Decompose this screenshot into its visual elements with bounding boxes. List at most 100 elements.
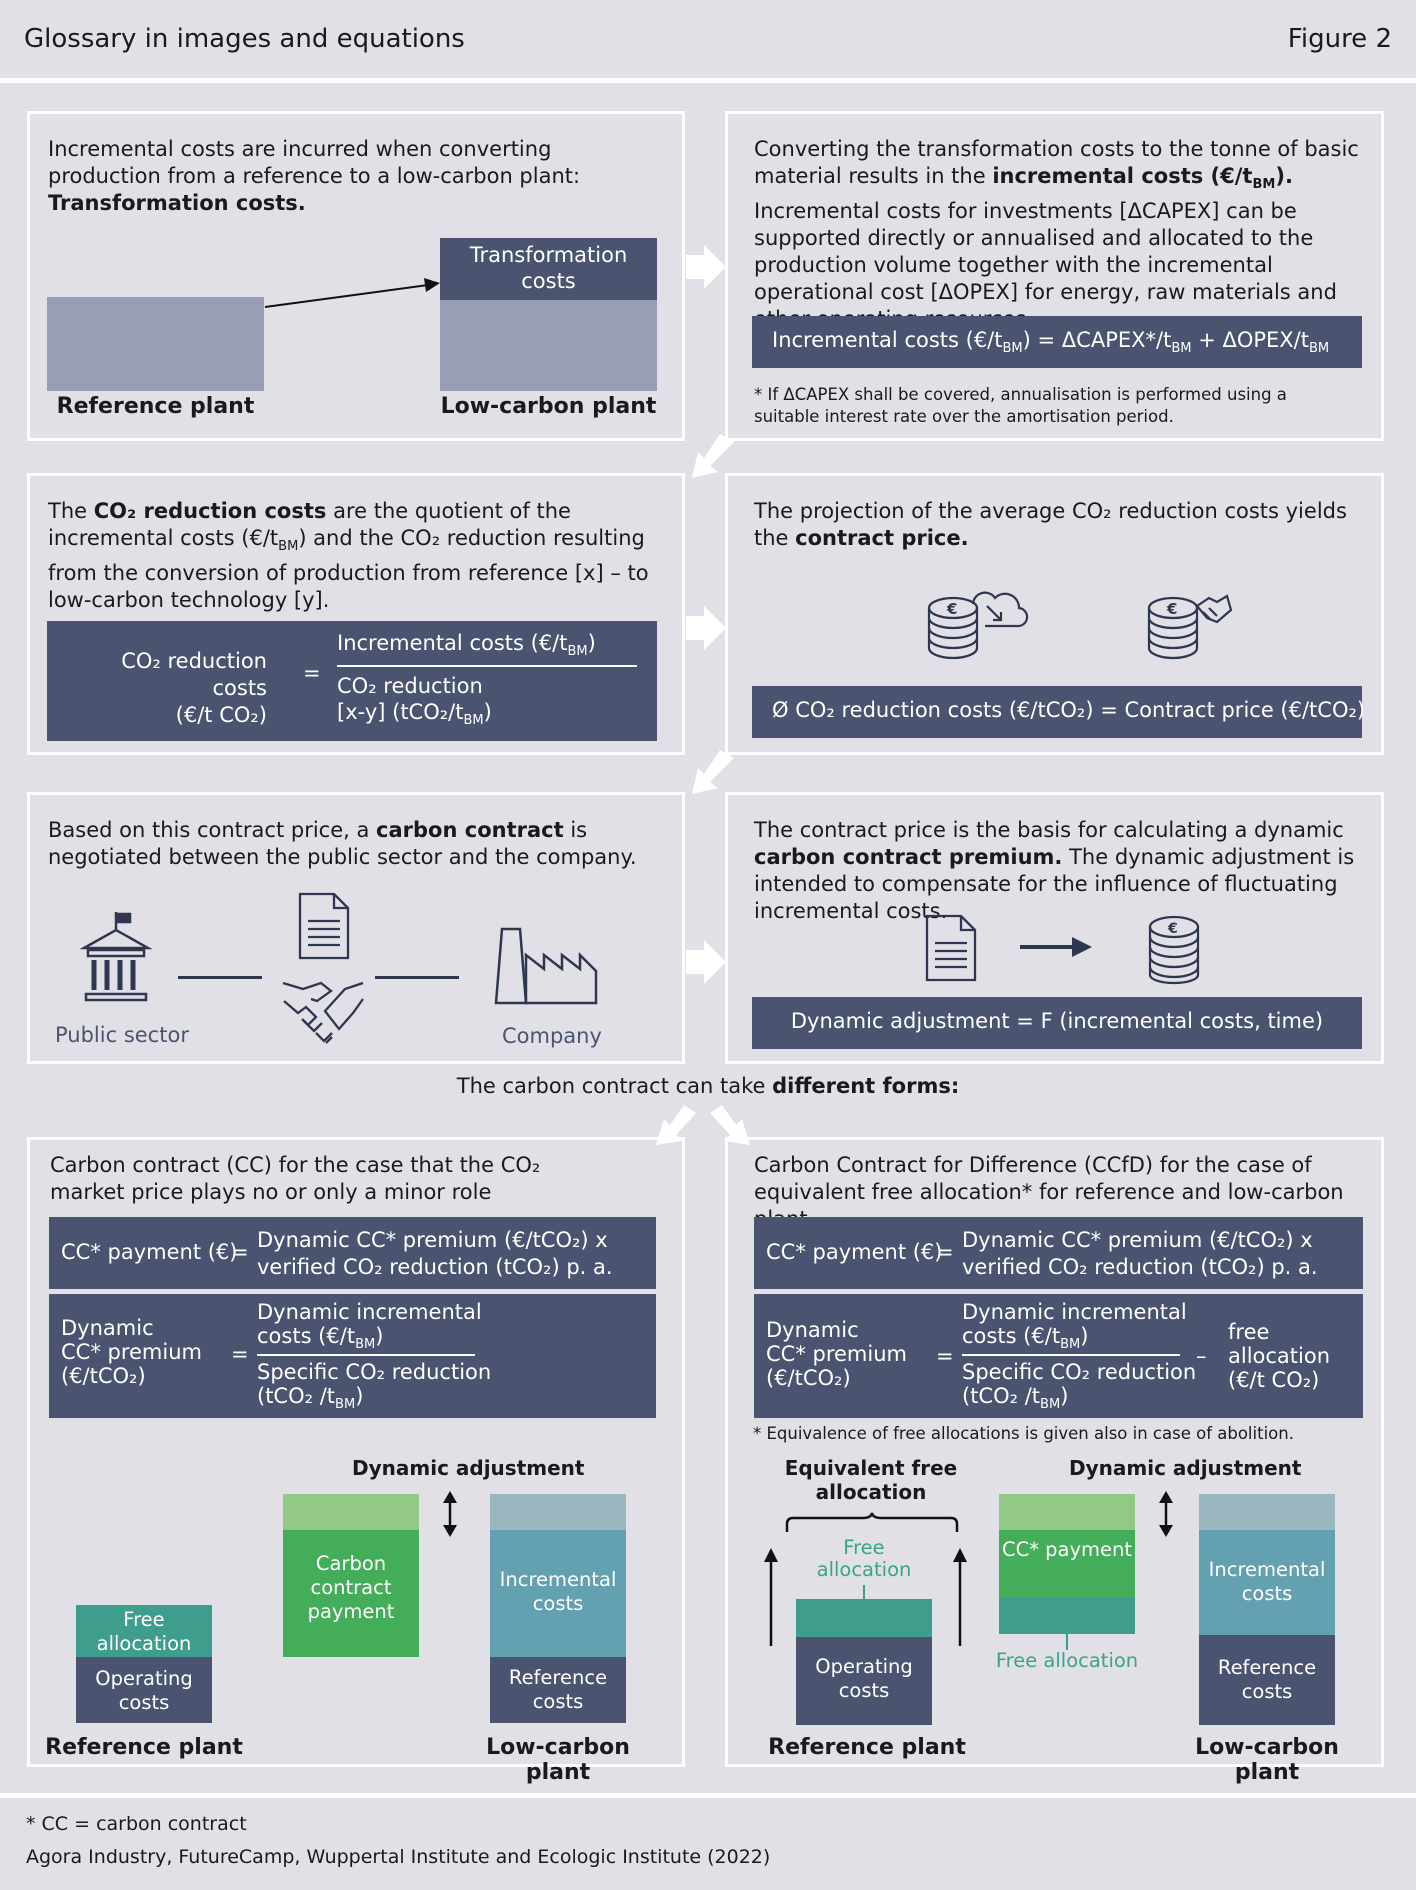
- reference-costs-bar: [490, 1657, 626, 1723]
- ccfd-payment-rhs-2: verified CO₂ reduction (tCO₂) p. a.: [962, 1255, 1318, 1279]
- eq-incremental-left: Incremental costs (€/t: [772, 328, 1003, 352]
- panel2-text-c: Incremental costs for investments [ΔCAPE…: [754, 199, 1337, 331]
- panel-carbon-contract: Based on this contract price, a carbon c…: [27, 792, 685, 1064]
- panel2-bold-sub: BM: [1252, 177, 1276, 193]
- free-allocation-bar: [796, 1599, 932, 1637]
- low-carbon-plant-label: Low-carbon plant: [486, 1735, 630, 1785]
- down-left-arrow-icon: [692, 750, 734, 794]
- reference-costs-label: Reference costs: [1217, 1656, 1317, 1703]
- company-label: Company: [502, 1024, 602, 1048]
- panel3-bold: CO₂ reduction costs: [93, 499, 327, 523]
- fraction-line: [337, 665, 637, 667]
- operating-costs-bar: [76, 1657, 212, 1723]
- close-paren: ): [375, 1324, 384, 1348]
- cc-payment-rhs-1: Dynamic CC* premium (€/tCO₂) x: [257, 1228, 608, 1252]
- factory-icon: [494, 927, 598, 1005]
- panel2-bold: incremental costs (€/t: [992, 164, 1253, 188]
- different-forms-caption: The carbon contract can take different f…: [0, 1073, 1416, 1100]
- low-carbon-plant-label: Low-carbon plant: [440, 394, 657, 419]
- header: Glossary in images and equations Figure …: [0, 0, 1416, 80]
- eq-opex: + ΔOPEX/t: [1191, 328, 1309, 352]
- close-paren: ): [355, 1384, 364, 1408]
- premium-num-2: costs (€/t: [257, 1324, 356, 1348]
- premium-den-1: Specific CO₂ reduction: [962, 1360, 1197, 1384]
- up-down-arrow-icon: [443, 1491, 457, 1537]
- incremental-costs-bar: [1199, 1530, 1335, 1635]
- right-arrow-icon: [1020, 937, 1092, 957]
- dynamic-adjustment-equation: Dynamic adjustment = F (incremental cost…: [752, 997, 1362, 1049]
- premium-den-1: Specific CO₂ reduction: [257, 1360, 492, 1384]
- panel3-text-c: are the quotient of the incremental cost…: [48, 499, 571, 550]
- incremental-costs-label: Incremental costs: [1208, 1558, 1326, 1605]
- close-paren: ): [1060, 1384, 1069, 1408]
- carbon-contract-payment-bar: [283, 1530, 419, 1657]
- dynamic-band-teal: [1199, 1494, 1335, 1530]
- co2-reduction-equation: CO₂ reduction costs (€/t CO₂) = Incremen…: [47, 621, 657, 741]
- eq-equals: =: [303, 661, 321, 685]
- low-carbon-plant-block: [440, 300, 657, 391]
- bracket: [785, 1512, 959, 1532]
- link-line-right: [375, 976, 459, 979]
- sub-bm: BM: [1040, 1397, 1061, 1413]
- ccfd-payment-equation: CC* payment (€) = Dynamic CC* premium (€…: [754, 1217, 1363, 1289]
- panel-incremental-costs: Converting the transformation costs to t…: [725, 111, 1384, 441]
- panel1-text: Incremental costs are incurred when conv…: [48, 137, 581, 188]
- panel-contract-price: The projection of the average CO₂ reduct…: [725, 473, 1384, 755]
- eq-sub-3: BM: [1308, 341, 1330, 357]
- close-paren: ): [1080, 1324, 1089, 1348]
- equivalent-free-allocation-label: Equivalent free allocation: [784, 1456, 958, 1504]
- premium-lhs-1: Dynamic: [766, 1318, 859, 1342]
- right-arrow-icon: [686, 940, 726, 984]
- footer-note: * CC = carbon contract: [26, 1813, 247, 1835]
- transformation-costs-block: Transformation costs: [440, 238, 657, 300]
- reference-costs-label: Reference costs: [508, 1666, 608, 1713]
- document-icon: [925, 914, 977, 982]
- panel3-text-d: ) and the CO₂ reduction resulting from t…: [48, 526, 649, 613]
- panel-carbon-contract-cc: Carbon contract (CC) for the case that t…: [27, 1137, 685, 1785]
- cc-payment-equation: CC* payment (€) = Dynamic CC* premium (€…: [49, 1217, 656, 1289]
- eq-den-sub: BM: [463, 713, 484, 729]
- top-divider: [0, 78, 1416, 83]
- fraction-line: [962, 1354, 1180, 1356]
- panel-transformation-costs: Incremental costs are incurred when conv…: [27, 111, 685, 441]
- footer-source: Agora Industry, FutureCamp, Wuppertal In…: [26, 1846, 771, 1868]
- panel6-text-a: The contract price is the basis for calc…: [754, 818, 1344, 842]
- public-sector-label: Public sector: [55, 1023, 189, 1047]
- eq-denominator-1: CO₂ reduction: [337, 674, 483, 698]
- reference-plant-label: Reference plant: [768, 1735, 966, 1760]
- cc-premium-equation: Dynamic CC* premium (€/tCO₂) = Dynamic i…: [49, 1294, 656, 1418]
- reference-plant-label: Reference plant: [56, 394, 255, 419]
- caption-text: The carbon contract can take: [456, 1074, 766, 1098]
- contract-price-equation: Ø CO₂ reduction costs (€/tCO₂) = Contrac…: [752, 686, 1366, 738]
- up-arrow-icon: [953, 1548, 967, 1646]
- incremental-costs-equation: Incremental costs (€/tBM) = ΔCAPEX*/tBM …: [752, 316, 1362, 368]
- eq-denominator-2: [x-y] (tCO₂/t: [337, 700, 464, 724]
- bottom-divider: [0, 1793, 1416, 1798]
- panel5-text-c: is negotiated between the public sector …: [48, 818, 637, 869]
- incremental-costs-label: Incremental costs: [499, 1568, 617, 1615]
- caption-bold: different forms:: [772, 1074, 960, 1098]
- free-alloc-term-3: (€/t CO₂): [1228, 1368, 1320, 1392]
- free-allocation-label: Free allocation: [816, 1536, 912, 1581]
- handshake-icon: [282, 981, 364, 1044]
- sub-bm: BM: [335, 1397, 356, 1413]
- premium-lhs-1: Dynamic: [61, 1316, 154, 1340]
- reference-plant-label: Reference plant: [45, 1735, 243, 1760]
- svg-text:€: €: [1167, 921, 1178, 937]
- page-title: Glossary in images and equations: [24, 24, 465, 54]
- free-allocation-bar-lc: [999, 1598, 1135, 1634]
- premium-den-2: (tCO₂ /t: [962, 1384, 1041, 1408]
- panel-contract-premium: The contract price is the basis for calc…: [725, 792, 1384, 1064]
- premium-den-2: (tCO₂ /t: [257, 1384, 336, 1408]
- free-allocation-label: Free allocation: [96, 1608, 192, 1655]
- panel4-bold: contract price.: [795, 526, 969, 550]
- coins-cloud-icon: €: [927, 591, 1029, 660]
- up-down-arrow-icon: [1159, 1491, 1173, 1537]
- sub-bm: BM: [1060, 1337, 1081, 1353]
- panel-ccfd: Carbon Contract for Difference (CCfD) fo…: [725, 1137, 1384, 1785]
- low-carbon-plant-label: Low-carbon plant: [1195, 1735, 1339, 1785]
- public-building-icon: [80, 912, 152, 1002]
- eq-capex: ) = ΔCAPEX*/t: [1022, 328, 1172, 352]
- contract-price-eq-text: Ø CO₂ reduction costs (€/tCO₂) = Contrac…: [772, 698, 1366, 722]
- up-arrow-icon: [764, 1548, 778, 1646]
